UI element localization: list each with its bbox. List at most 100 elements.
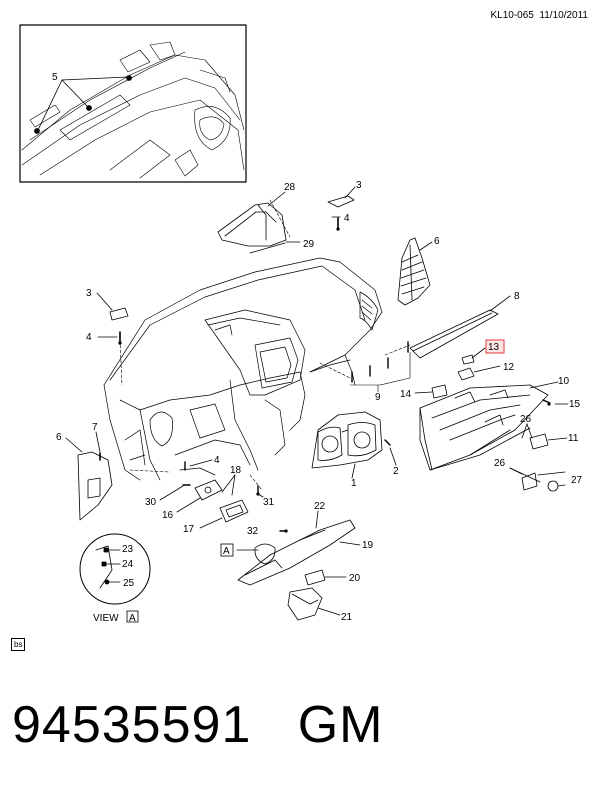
part-27-bumper [547, 480, 559, 492]
leader-19 [339, 541, 361, 546]
callout-28: 28 [284, 182, 296, 193]
callout-5: 5 [52, 72, 58, 83]
leader-26a-2 [526, 423, 533, 439]
part-28-bracket [217, 202, 287, 254]
callout-3: 3 [86, 288, 92, 299]
part-3-clip-top [327, 195, 355, 208]
part-6-left-end-cap [77, 451, 113, 521]
callout-8: 8 [514, 291, 520, 302]
part-27-striker [521, 472, 538, 491]
part-17-bezel [219, 499, 249, 523]
leader-26b-2 [509, 467, 541, 483]
callout-29: 29 [303, 239, 315, 250]
callout-22: 22 [314, 501, 326, 512]
leader-1 [351, 463, 356, 479]
callout-A-box [220, 543, 234, 557]
instrument-panel-body [103, 257, 383, 481]
part-11-latch [529, 433, 549, 450]
callout-13: 13 [488, 342, 500, 353]
leader-14 [414, 391, 433, 394]
panel-dashed-leaders [119, 199, 411, 491]
part-16-switch [194, 479, 223, 501]
callout-25: 25 [123, 578, 135, 589]
part-17-bezel-inner [225, 504, 244, 518]
callout-18: 18 [230, 465, 242, 476]
leader-16 [176, 497, 201, 513]
leader-21 [317, 607, 341, 616]
part-number: 94535591 [12, 696, 252, 754]
callout-13-highlight [485, 339, 505, 354]
callout-31: 31 [263, 497, 275, 508]
callout-9: 9 [375, 392, 381, 403]
callout-1: 1 [351, 478, 357, 489]
part-21-pocket [287, 587, 323, 621]
callout-10: 10 [558, 376, 570, 387]
callout-16: 16 [162, 510, 174, 521]
view-label: VIEW [93, 613, 119, 624]
leader-22 [315, 510, 319, 529]
leader-18b [231, 474, 236, 496]
brand-name: GM [297, 696, 384, 754]
callout-2: 2 [393, 466, 399, 477]
leader-3-top [344, 186, 356, 199]
callout-32: 32 [247, 526, 259, 537]
callout-30: 30 [145, 497, 157, 508]
part-12-clip [457, 367, 475, 381]
view-a-letter-box [126, 610, 139, 623]
callout-27: 27 [571, 475, 583, 486]
leader-30 [159, 485, 184, 501]
callout-23: 23 [122, 544, 134, 555]
callout-19: 19 [362, 540, 374, 551]
part-9-clips [351, 341, 409, 383]
callout-7: 7 [92, 422, 98, 433]
part-16-knob [204, 486, 212, 494]
leader-9 [349, 351, 411, 393]
callout-15: 15 [569, 399, 581, 410]
callout-3: 3 [356, 180, 362, 191]
leader-7 [95, 431, 101, 453]
callout-12: 12 [503, 362, 515, 373]
leader-2 [389, 447, 397, 466]
part-20-clip [304, 569, 326, 586]
leader-26a-1 [521, 423, 528, 439]
callout-26: 26 [494, 458, 506, 469]
callout-21: 21 [341, 612, 353, 623]
leader-13 [471, 347, 486, 359]
diagram-ref-code: KL10-065 [490, 10, 534, 21]
part-number-banner: 94535591 GM [12, 695, 383, 755]
callout-4: 4 [344, 213, 350, 224]
leader-12 [473, 365, 501, 373]
inset-frame [19, 24, 247, 183]
part-10-glove-box [419, 384, 549, 471]
part-1-instrument-cluster [311, 411, 383, 469]
part-23-clip [103, 547, 109, 553]
part-2-screw [384, 439, 391, 446]
callout-labels: 5 28 3 4 29 6 8 3 4 13 12 10 14 9 15 7 6… [52, 72, 583, 624]
header-reference: KL10-065 11/10/2011 [490, 10, 588, 21]
part-19-lower-trim [237, 519, 356, 586]
part-13-clip [461, 354, 475, 365]
inset-bolt-1 [34, 128, 40, 134]
part-3-clip-left [109, 307, 129, 321]
callout-26: 26 [520, 414, 532, 425]
callout-6: 6 [434, 236, 440, 247]
view-a-detail [95, 545, 113, 589]
leader-17 [199, 517, 223, 529]
part-24-clip [101, 561, 107, 567]
diagram-date: 11/10/2011 [539, 10, 588, 21]
callout-20: 20 [349, 573, 361, 584]
part-25-clip [104, 579, 110, 585]
misc-fasteners [118, 227, 551, 533]
leader-27b [557, 484, 566, 487]
view-letter: A [129, 613, 136, 624]
leader-4-lower [189, 459, 213, 467]
callout-17: 17 [183, 524, 195, 535]
part-14-clip [431, 384, 448, 399]
callout-11: 11 [568, 433, 579, 444]
inset-bolt-3 [126, 75, 132, 81]
leader-28 [267, 191, 286, 207]
inset-bolt-2 [86, 105, 92, 111]
leader-6-left [65, 437, 83, 453]
leader-11 [547, 437, 568, 441]
callout-6: 6 [56, 432, 62, 443]
